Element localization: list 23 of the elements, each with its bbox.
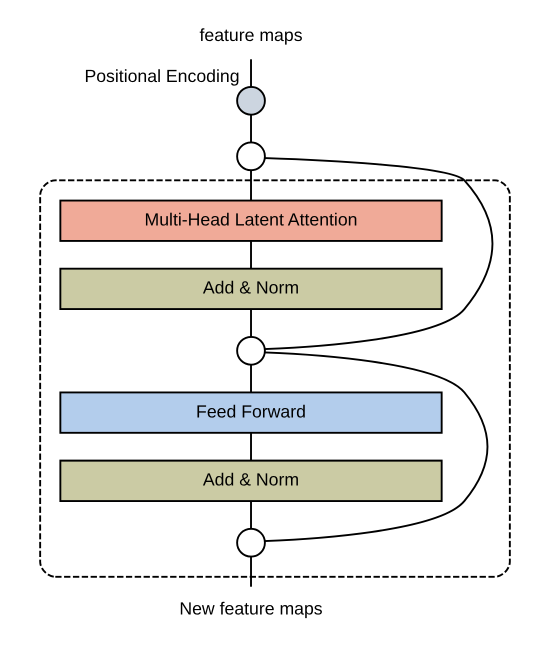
connector <box>250 59 252 87</box>
node-box: Multi-Head Latent Attention <box>59 200 443 242</box>
connector <box>264 352 488 542</box>
node-box: Feed Forward <box>59 392 443 434</box>
connector <box>264 157 494 350</box>
connector <box>250 557 252 587</box>
node-circle <box>236 86 266 116</box>
connector <box>250 114 252 142</box>
cluster <box>39 179 511 578</box>
node-text: New feature maps <box>179 598 323 618</box>
node-circle <box>236 336 266 366</box>
connector <box>250 170 252 200</box>
connector <box>250 365 252 392</box>
node-box: Add & Norm <box>59 460 443 502</box>
node-text: feature maps <box>199 25 303 46</box>
node-label: Positional Encoding <box>84 66 240 86</box>
node-box: Add & Norm <box>59 268 443 310</box>
connector <box>250 240 252 268</box>
connector <box>250 309 252 337</box>
connector <box>250 501 252 529</box>
node-circle <box>236 142 266 172</box>
connector <box>250 432 252 460</box>
node-circle <box>236 528 266 558</box>
